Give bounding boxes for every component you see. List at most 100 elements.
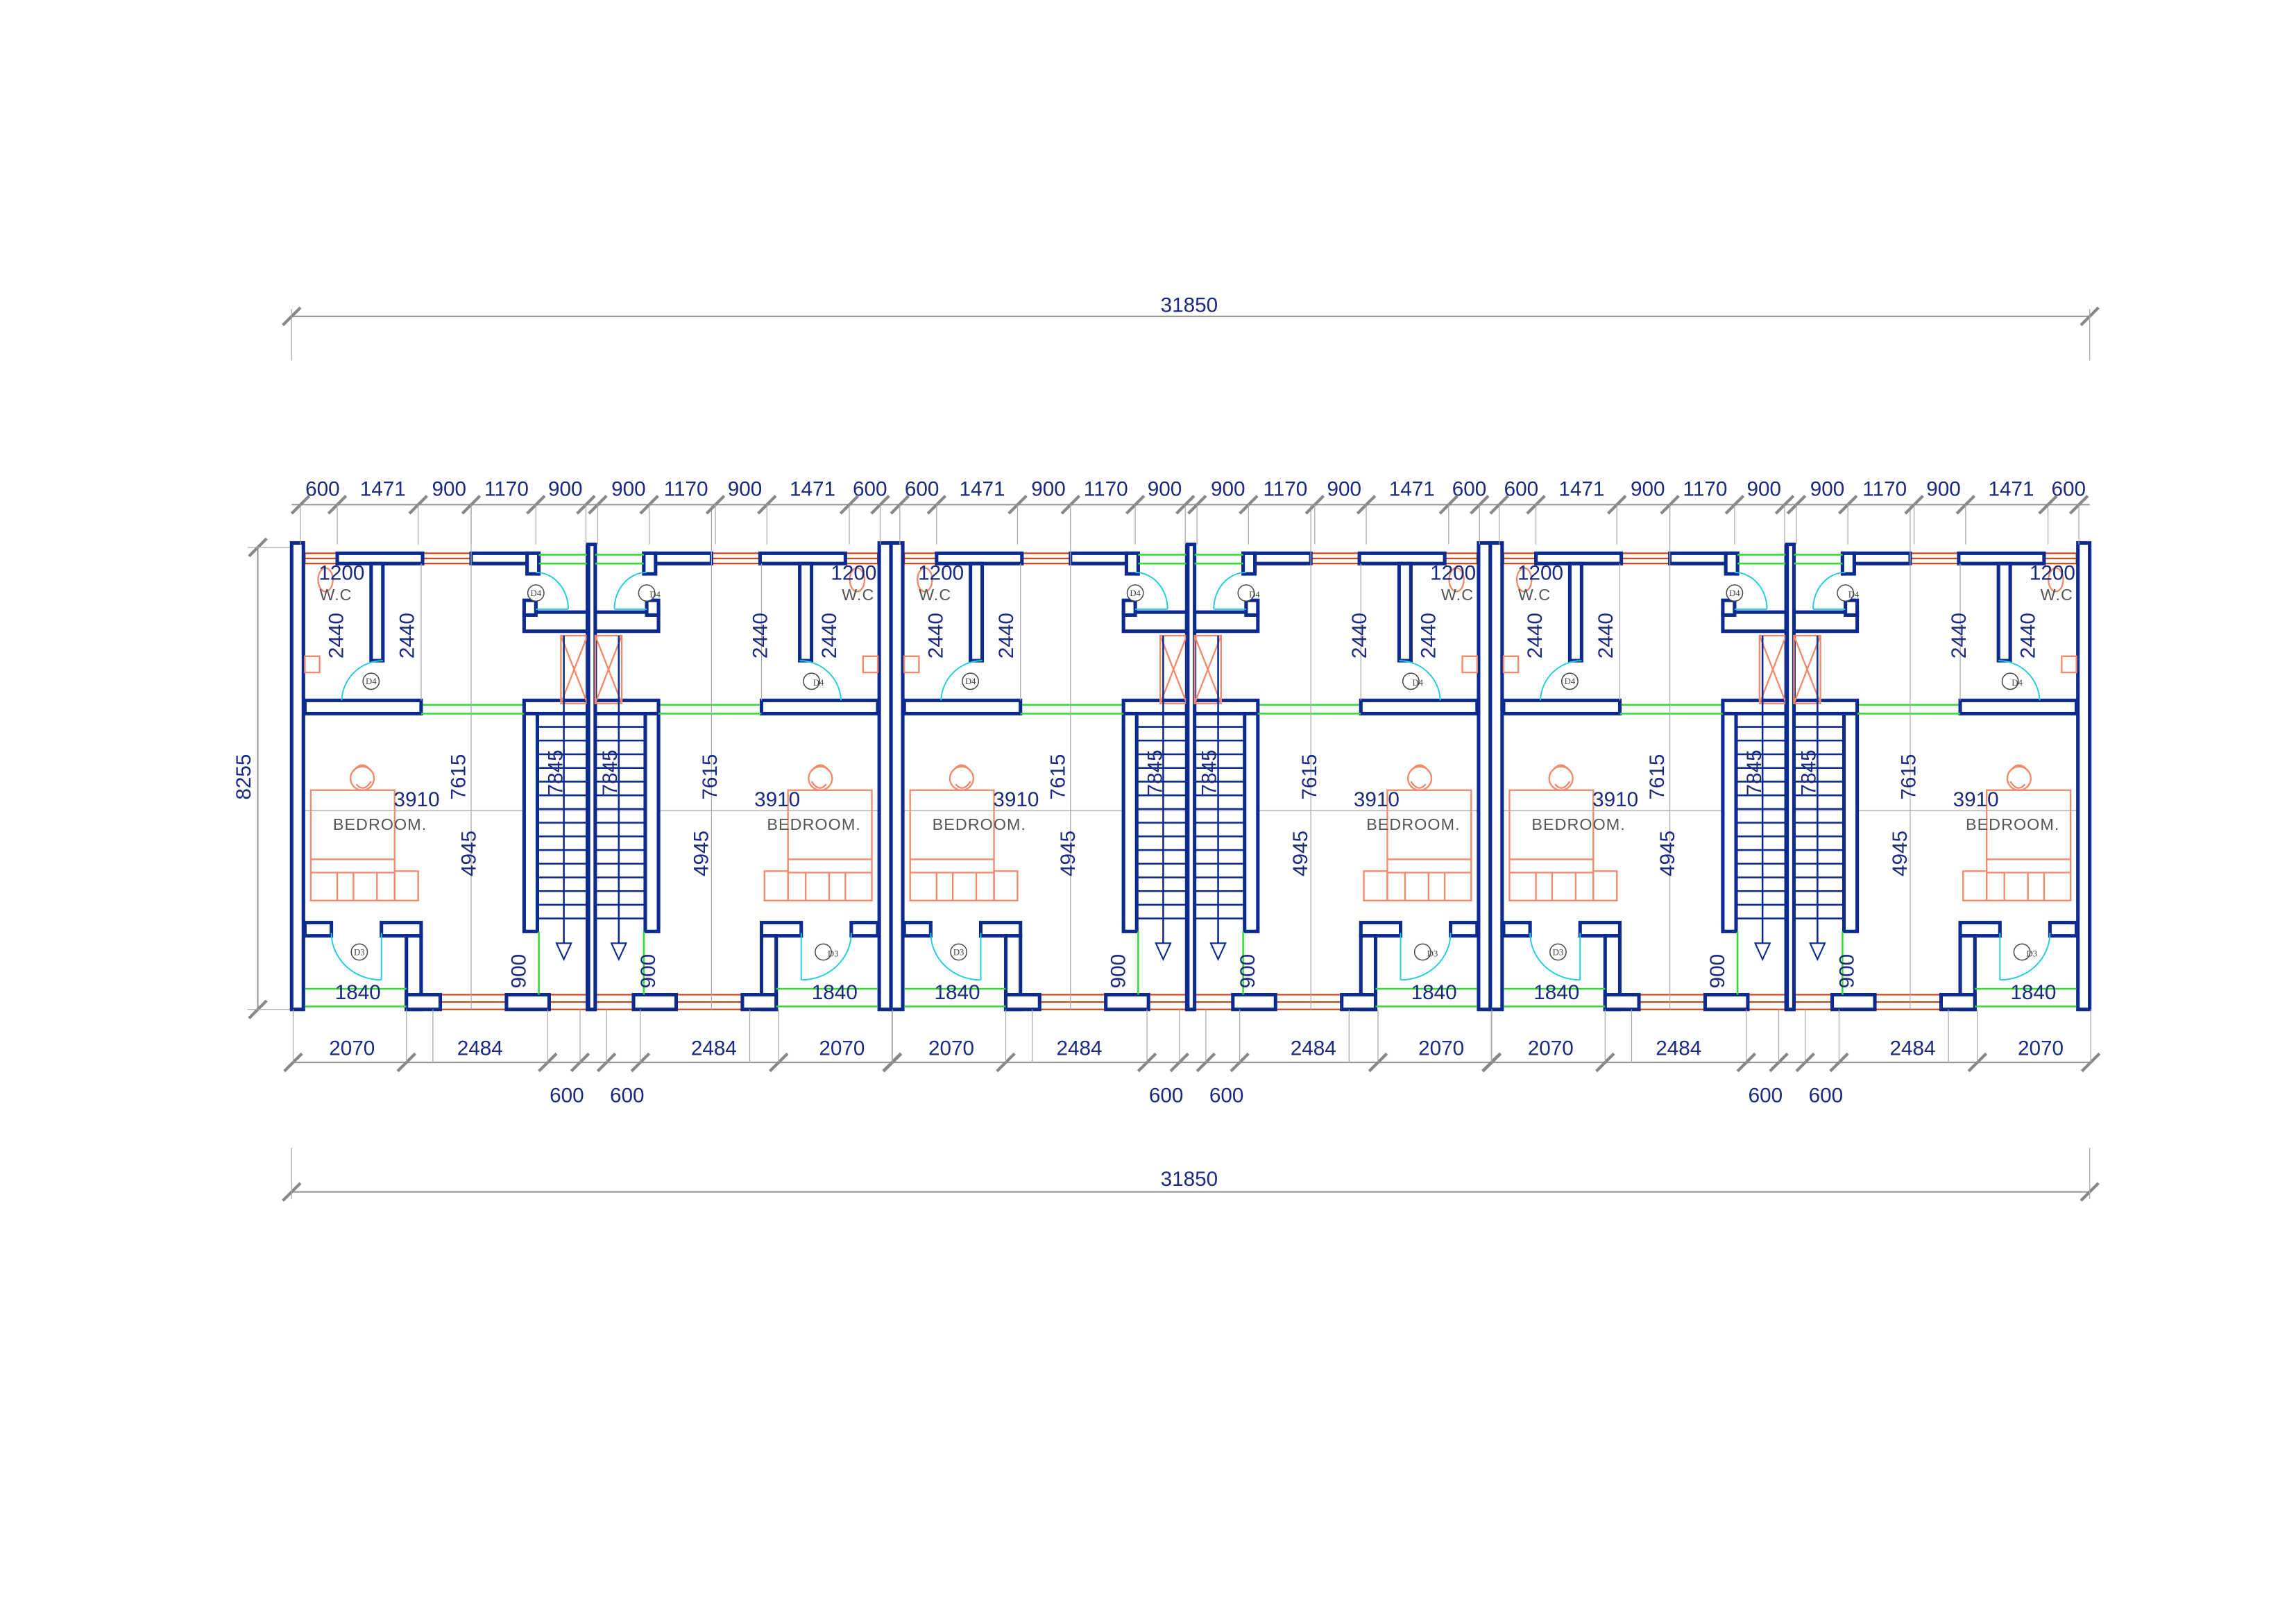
wall — [1996, 561, 2012, 663]
top-segment-dim: 1170 — [1683, 478, 1728, 501]
stair-opening-dim: 900 — [637, 954, 660, 989]
stair-opening-dim: 900 — [1706, 954, 1729, 989]
wall — [1186, 543, 1197, 1012]
wall — [642, 551, 658, 576]
sink-icon — [862, 655, 879, 674]
top-segment-dim: 1471 — [1989, 478, 2034, 501]
bottom-segment-dim: 2484 — [691, 1037, 737, 1060]
bottom-segment-dim: 2070 — [2018, 1037, 2064, 1060]
unit-left — [289, 504, 596, 1063]
bottom-segment-dim: 2070 — [1528, 1037, 1574, 1060]
wall — [759, 921, 803, 938]
wc-width-dim: 1200 — [1517, 562, 1563, 585]
wall — [2048, 921, 2079, 938]
bottom-segment-dim: 2484 — [1057, 1037, 1103, 1060]
person-icon — [949, 765, 975, 791]
door-swing-hall — [1812, 571, 1846, 609]
door-swing-entry — [1400, 933, 1452, 981]
door-tag-circle — [2001, 672, 2019, 690]
door-tag-circle — [1126, 584, 1144, 602]
room-label-bedroom: BEDROOM. — [767, 815, 860, 833]
top-segment-dim: 600 — [905, 478, 939, 501]
wall — [522, 698, 590, 716]
bedroom-depth-dim: 4945 — [690, 831, 713, 876]
sink-icon — [2061, 655, 2077, 674]
door-tag-hall: D4 — [531, 588, 542, 598]
wall — [1124, 551, 1140, 576]
bedroom-depth-dim: 4945 — [1289, 831, 1312, 876]
stair-width-dim: 600 — [610, 1084, 645, 1107]
room-label-bedroom: BEDROOM. — [1366, 815, 1460, 833]
door-tag-hall: D4 — [1848, 590, 1860, 600]
wall — [1842, 711, 1860, 933]
wc-depth-dim: 2440 — [995, 613, 1018, 658]
person-icon — [1548, 765, 1574, 791]
bottom-segment-dim: 2484 — [457, 1037, 503, 1060]
nightstand — [1363, 870, 1388, 901]
room-label-bedroom: BEDROOM. — [1531, 815, 1625, 833]
room-label-wc: W.C — [1441, 586, 1474, 604]
person-icon-detail — [952, 764, 971, 789]
wall — [1359, 698, 1479, 716]
bedroom-width-dim: 3910 — [754, 788, 800, 811]
wall — [798, 561, 814, 663]
total-depth-dim: 7615 — [1646, 754, 1669, 800]
unit-right — [586, 504, 893, 1063]
wall — [1502, 698, 1622, 716]
wc-depth-dim: 2440 — [2016, 613, 2039, 658]
stair-length-dim: 7845 — [599, 749, 622, 795]
wall — [525, 551, 541, 576]
wall — [849, 921, 880, 938]
door-tag-wc: D4 — [1412, 678, 1423, 688]
person-icon-detail — [1551, 764, 1571, 789]
door-tag-entry: D3 — [1553, 947, 1564, 957]
door-swing-hall — [536, 571, 569, 609]
wall — [1785, 543, 1796, 1012]
wall — [1830, 992, 1877, 1012]
bedroom-width-dim: 3910 — [1953, 788, 1999, 811]
top-segment-dim: 1170 — [1084, 478, 1128, 501]
top-segment-dim: 900 — [1810, 478, 1845, 501]
toilet-icon — [917, 567, 933, 593]
nightstand — [393, 870, 419, 901]
top-segment-dim: 900 — [1211, 478, 1245, 501]
wall — [1721, 711, 1738, 933]
top-segment-dim: 900 — [1747, 478, 1782, 501]
room-label-wc: W.C — [842, 586, 874, 604]
top-segment-dim: 1170 — [1264, 478, 1308, 501]
door-tag-hall: D4 — [1130, 588, 1141, 598]
person-icon — [349, 765, 375, 791]
wall — [1121, 698, 1189, 716]
door-tag-hall: D4 — [1249, 590, 1260, 600]
nightstand — [763, 870, 789, 901]
wall — [369, 561, 385, 663]
door-tag-wc: D4 — [366, 677, 377, 686]
wc-depth-dim: 2440 — [325, 613, 348, 658]
stair-opening-dim: 900 — [1107, 954, 1130, 989]
stair-length-dim: 7845 — [1743, 749, 1766, 795]
door-tag-circle — [962, 672, 980, 690]
wall — [643, 711, 661, 933]
door-tag-circle — [1413, 943, 1431, 961]
wall — [1003, 992, 1041, 1012]
toilet-icon — [1515, 567, 1533, 593]
nightstand — [993, 870, 1019, 901]
door-tag-wc: D4 — [1565, 677, 1576, 686]
overall-length-bottom: 31850 — [1161, 1168, 1218, 1191]
entry-width-dim: 1840 — [935, 981, 980, 1004]
wall — [1359, 921, 1403, 938]
stair-width-dim: 600 — [1209, 1084, 1244, 1107]
top-segment-dim: 900 — [1631, 478, 1665, 501]
bottom-segment-dim: 2484 — [1656, 1037, 1701, 1060]
wall — [380, 921, 423, 938]
top-segment-dim: 1471 — [1558, 478, 1604, 501]
wall — [2076, 541, 2092, 1012]
door-tag-entry: D3 — [828, 949, 839, 958]
wc-depth-dim: 2440 — [1948, 613, 1971, 658]
top-segment-dim: 900 — [1031, 478, 1066, 501]
wc-width-dim: 1200 — [318, 562, 364, 585]
top-segment-dim: 900 — [1148, 478, 1182, 501]
door-swing-wc — [940, 660, 983, 701]
top-segment-dim: 900 — [728, 478, 763, 501]
